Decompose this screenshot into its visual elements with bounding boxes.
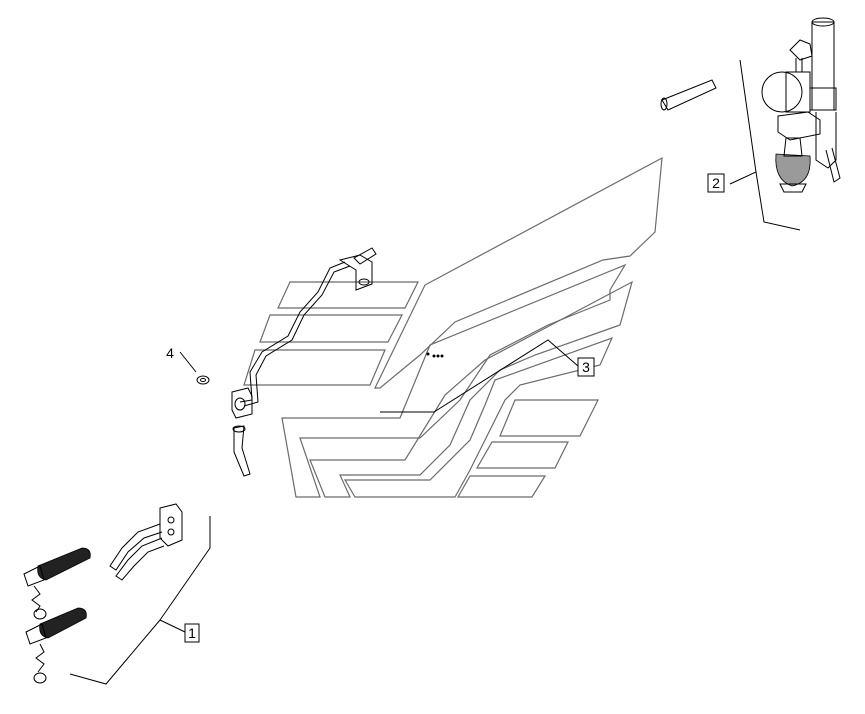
accumulator-sphere <box>775 153 811 187</box>
hose-lower <box>115 537 165 581</box>
washer-part <box>196 375 210 385</box>
support-bracket <box>815 112 841 183</box>
decal-lower-wing <box>309 280 633 498</box>
decal-middle-wing <box>281 263 627 498</box>
pipe-line-outer <box>239 261 346 403</box>
lower-connector <box>777 111 821 141</box>
decal-upper-wing <box>374 156 663 389</box>
pipe-top-fitting <box>353 247 377 265</box>
cylinder-top <box>811 17 835 27</box>
decal-stripe-4 <box>499 399 599 437</box>
leader-lines <box>69 59 801 685</box>
valve-port-2 <box>167 528 175 536</box>
accumulator-base <box>779 183 807 193</box>
decal-stripe-1 <box>277 281 419 309</box>
leader-1 <box>69 516 211 685</box>
valve-port-1 <box>167 516 175 524</box>
coupler-1-cap-chain <box>31 585 41 613</box>
callout-4-label: 4 <box>166 345 174 361</box>
connector-dots <box>426 352 444 358</box>
upper-fitting-pipe <box>795 58 803 72</box>
pipe-line-inner <box>243 265 351 407</box>
decal-lowest-sweep <box>343 336 614 498</box>
hydraulic-pipe-assembly <box>231 247 444 477</box>
valve-cylinder <box>811 21 835 111</box>
pipe-elbow-fitting <box>231 387 253 419</box>
bracket-hole <box>358 278 370 286</box>
short-hose <box>233 425 251 477</box>
tractor-silhouette-decal <box>243 156 663 498</box>
leader-3 <box>380 339 579 413</box>
cylinder-base <box>809 87 837 111</box>
short-hose-end <box>232 425 246 433</box>
callout-2-label: 2 <box>712 175 720 191</box>
hose-upper <box>109 523 163 571</box>
valve-block <box>159 503 183 547</box>
leader-4 <box>179 351 197 373</box>
hose-end <box>660 97 668 111</box>
coupler-2-cap-chain <box>35 643 45 673</box>
callout-2[interactable]: 2 <box>707 173 725 193</box>
decal-stripe-5 <box>475 441 569 469</box>
hose-coupler-assembly <box>23 503 183 684</box>
loose-hose <box>661 79 717 111</box>
coupler-2-nose <box>25 623 47 645</box>
quick-coupler-2 <box>39 607 87 639</box>
upper-fitting <box>789 39 813 61</box>
elbow-port <box>234 397 246 411</box>
decal-stripe-6 <box>456 475 547 498</box>
callout-3[interactable]: 3 <box>577 357 595 377</box>
dust-cap-2 <box>33 672 47 684</box>
dust-cap-1 <box>33 608 47 620</box>
decal-stripe-3 <box>243 349 386 386</box>
accumulator-valve-assembly <box>660 17 841 193</box>
leader-2 <box>729 59 801 231</box>
callout-4[interactable]: 4 <box>166 345 174 361</box>
decal-stripe-2 <box>259 314 403 343</box>
callout-3-label: 3 <box>582 359 590 375</box>
pump-housing <box>785 71 811 113</box>
pump-body <box>761 71 803 113</box>
accumulator-neck <box>783 137 803 157</box>
callout-1[interactable]: 1 <box>184 623 200 643</box>
callout-1-label: 1 <box>188 625 196 641</box>
quick-coupler-1 <box>37 547 91 581</box>
coupler-1-nose <box>23 565 45 587</box>
